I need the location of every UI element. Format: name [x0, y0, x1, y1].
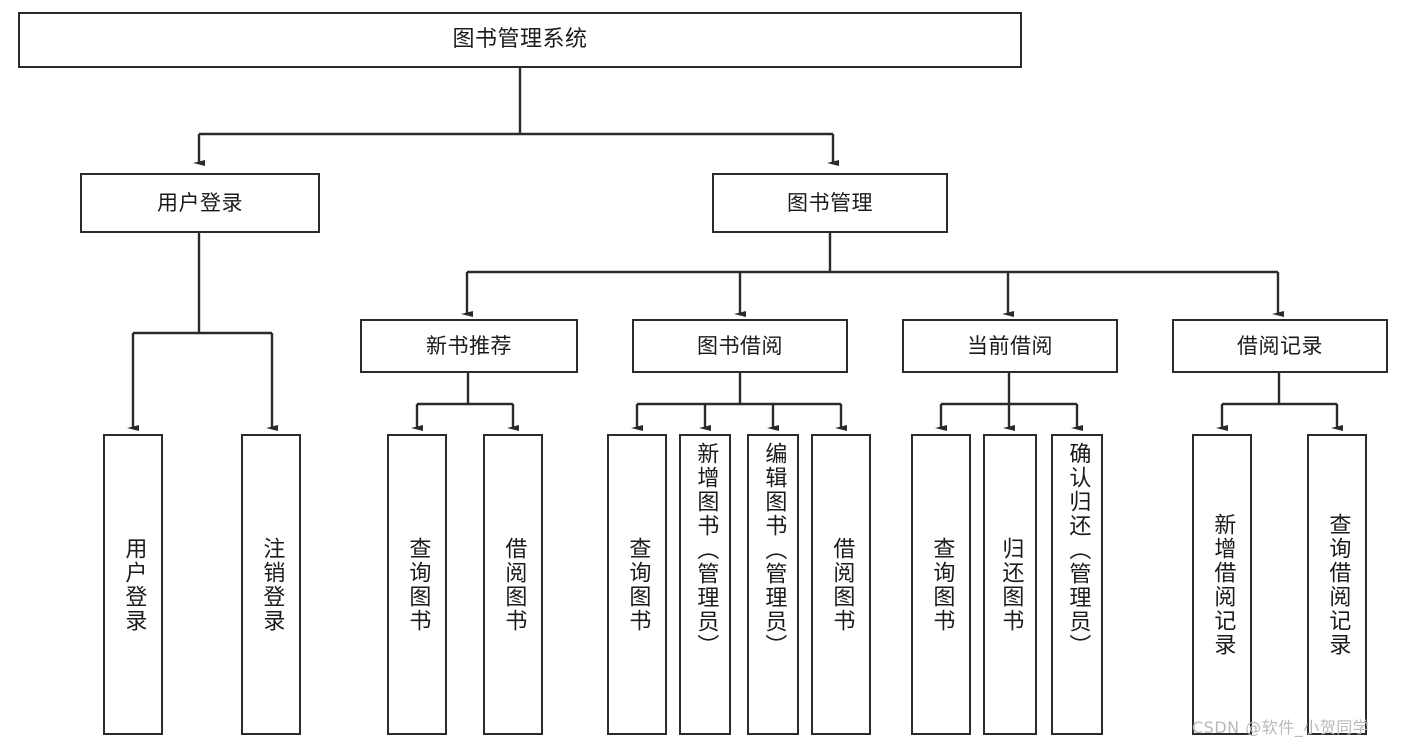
leaf-bb-borrow-book-label: 借阅图书	[829, 536, 855, 633]
node-book-management[interactable]: 图书管理	[712, 173, 948, 233]
leaf-bb-query-book-label: 查询图书	[625, 536, 651, 633]
leaf-cb-query-book-label: 查询图书	[929, 536, 955, 633]
leaf-bb-edit-book-admin[interactable]: 编辑图书（管理员）	[747, 434, 799, 735]
leaf-cb-return-book-label: 归还图书	[998, 536, 1024, 633]
node-book-borrow[interactable]: 图书借阅	[632, 319, 848, 373]
leaf-bb-edit-book-admin-label: 编辑图书（管理员）	[761, 442, 787, 658]
leaf-nb-query-book-label: 查询图书	[405, 536, 431, 633]
leaf-user-login-label: 用户登录	[121, 536, 147, 633]
node-book-management-label: 图书管理	[787, 190, 873, 215]
leaf-nb-borrow-book[interactable]: 借阅图书	[483, 434, 543, 735]
leaf-cb-query-book[interactable]: 查询图书	[911, 434, 971, 735]
leaf-bb-borrow-book[interactable]: 借阅图书	[811, 434, 871, 735]
node-user-login-label: 用户登录	[157, 190, 243, 215]
node-current-borrow[interactable]: 当前借阅	[902, 319, 1118, 373]
leaf-user-login[interactable]: 用户登录	[103, 434, 163, 735]
leaf-br-add-record[interactable]: 新增借阅记录	[1192, 434, 1252, 735]
node-borrow-records-label: 借阅记录	[1237, 333, 1323, 358]
node-book-borrow-label: 图书借阅	[697, 333, 783, 358]
node-borrow-records[interactable]: 借阅记录	[1172, 319, 1388, 373]
leaf-nb-borrow-book-label: 借阅图书	[501, 536, 527, 633]
leaf-cb-confirm-return-admin[interactable]: 确认归还（管理员）	[1051, 434, 1103, 735]
leaf-br-add-record-label: 新增借阅记录	[1210, 512, 1236, 657]
leaf-bb-add-book-admin-label: 新增图书（管理员）	[693, 442, 719, 658]
node-new-book-recommend-label: 新书推荐	[426, 333, 512, 358]
leaf-br-query-record-label: 查询借阅记录	[1325, 512, 1351, 657]
node-root-label: 图书管理系统	[452, 27, 588, 53]
leaf-bb-query-book[interactable]: 查询图书	[607, 434, 667, 735]
leaf-br-query-record[interactable]: 查询借阅记录	[1307, 434, 1367, 735]
leaf-bb-add-book-admin[interactable]: 新增图书（管理员）	[679, 434, 731, 735]
node-current-borrow-label: 当前借阅	[967, 333, 1053, 358]
leaf-logout[interactable]: 注销登录	[241, 434, 301, 735]
leaf-nb-query-book[interactable]: 查询图书	[387, 434, 447, 735]
csdn-watermark: CSDN @软件_小贺同学	[1192, 718, 1370, 737]
node-new-book-recommend[interactable]: 新书推荐	[360, 319, 578, 373]
node-root[interactable]: 图书管理系统	[18, 12, 1022, 68]
leaf-cb-confirm-return-admin-label: 确认归还（管理员）	[1065, 442, 1091, 658]
node-user-login[interactable]: 用户登录	[80, 173, 320, 233]
leaf-logout-label: 注销登录	[259, 536, 285, 633]
leaf-cb-return-book[interactable]: 归还图书	[983, 434, 1037, 735]
